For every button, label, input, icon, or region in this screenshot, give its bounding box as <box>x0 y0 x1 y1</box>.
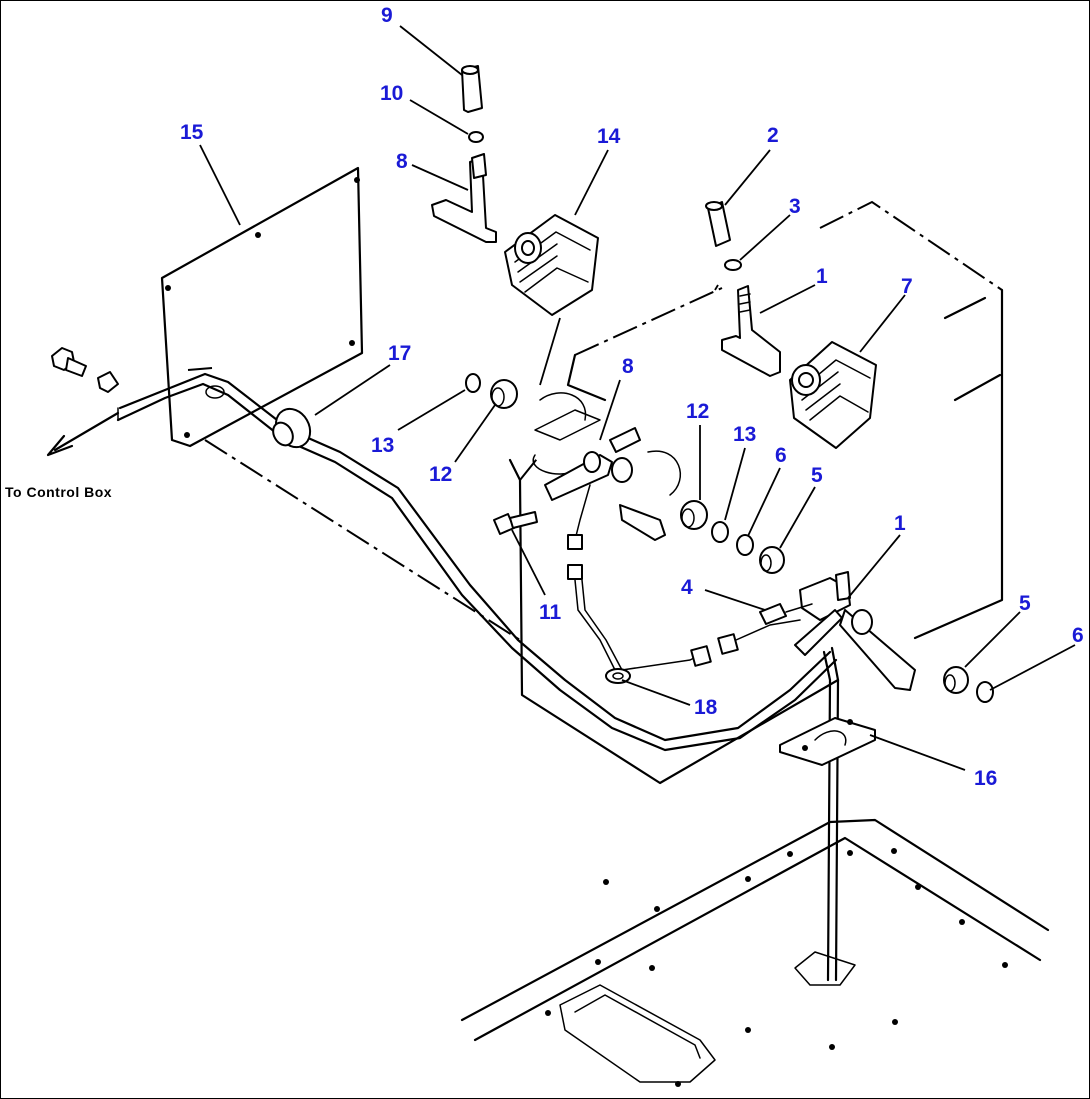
callout-12-right: 12 <box>686 400 709 423</box>
callout-7: 7 <box>901 275 913 298</box>
switch-assembly <box>759 571 916 691</box>
rod-and-bracket <box>779 646 876 982</box>
callout-2: 2 <box>767 124 779 147</box>
boot-left <box>504 214 599 316</box>
washer-far <box>976 681 994 703</box>
bushing-mid <box>680 500 708 530</box>
callout-13-left: 13 <box>371 434 394 457</box>
callout-5-far: 5 <box>1019 592 1031 615</box>
nut-left <box>468 131 484 143</box>
callout-3: 3 <box>789 195 801 218</box>
callout-8-mid: 8 <box>622 355 634 378</box>
knob-right <box>705 201 731 247</box>
callout-10: 10 <box>380 82 403 105</box>
grommet <box>272 407 312 449</box>
cable-harness <box>46 367 838 752</box>
leader-lines <box>199 25 1076 771</box>
callout-6-mid: 6 <box>775 444 787 467</box>
floor-plate <box>460 818 1050 1087</box>
callout-11: 11 <box>539 601 562 624</box>
callout-5-mid: 5 <box>811 464 823 487</box>
bolt-left <box>51 347 119 393</box>
control-console <box>508 200 1004 785</box>
callout-labels: 9 10 8 15 14 2 3 1 7 17 8 13 12 12 13 6 … <box>180 4 1084 790</box>
callout-13-right: 13 <box>733 423 756 446</box>
washer-mid <box>736 534 754 556</box>
callout-4: 4 <box>681 576 693 599</box>
callout-1-top: 1 <box>816 265 828 288</box>
direction-label: To Control Box <box>5 484 112 500</box>
ring-mid <box>711 521 729 543</box>
nut-right <box>724 259 742 271</box>
callout-1-right: 1 <box>894 512 906 535</box>
callout-16: 16 <box>974 767 997 790</box>
switch-wiring <box>567 484 801 684</box>
knob-left <box>461 65 483 113</box>
boot-right <box>789 341 877 449</box>
callout-6-far: 6 <box>1072 624 1084 647</box>
ring-left <box>465 373 481 393</box>
callout-17: 17 <box>388 342 411 365</box>
lever-right <box>721 285 781 377</box>
callout-9: 9 <box>381 4 393 27</box>
lever-left <box>431 153 497 243</box>
cover-panel <box>160 166 364 448</box>
callout-14: 14 <box>597 125 621 148</box>
callout-15: 15 <box>180 121 204 144</box>
bushing-left <box>490 379 518 409</box>
bushing-right <box>759 546 785 574</box>
bolt-mid <box>493 511 538 535</box>
callout-12-left: 12 <box>429 463 452 486</box>
lever-bracket <box>532 392 681 541</box>
callout-18: 18 <box>694 696 718 719</box>
callout-8-top: 8 <box>396 150 408 173</box>
bushing-far <box>943 666 969 694</box>
